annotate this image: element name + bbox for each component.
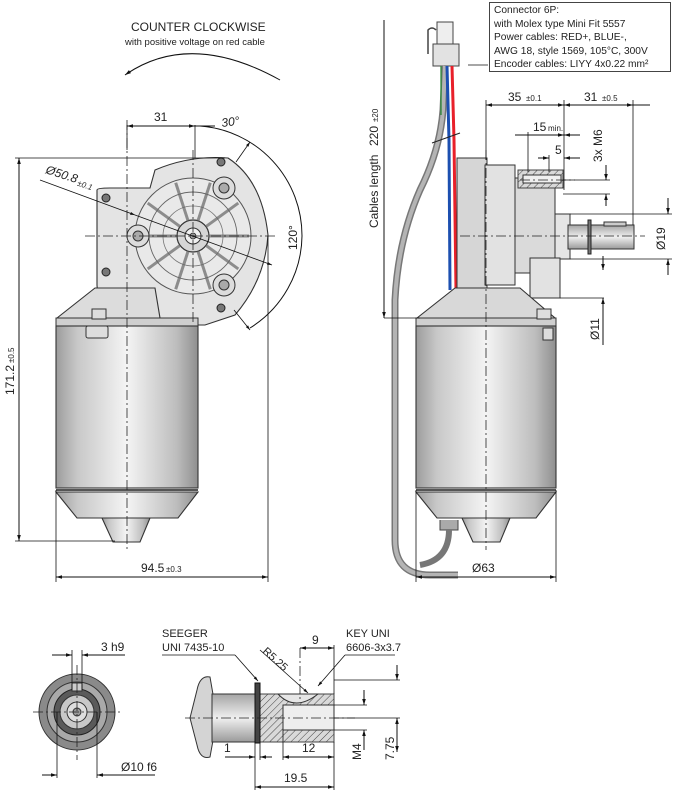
- screw-hole: [101, 193, 111, 203]
- seeger-standard-label: UNI 7435-10: [162, 642, 224, 654]
- shaft-detail-circlip: [254, 682, 261, 744]
- motor-flange: [55, 287, 161, 319]
- dim-key-width: 3 h9: [101, 640, 125, 654]
- dim-15-note: min.: [548, 124, 563, 133]
- dim-thread-m6: 3x M6: [591, 129, 605, 162]
- dim-35: 35: [508, 90, 522, 104]
- terminal-tab-side: [542, 327, 554, 341]
- shaft-end-view: [33, 650, 155, 778]
- key-standard-label: 6606-3x3.7: [346, 642, 401, 654]
- gear-spoke: [205, 201, 240, 228]
- lower-boss: [529, 257, 561, 299]
- dim-35-tol: ±0.1: [526, 94, 542, 103]
- cable-blue: [445, 65, 452, 291]
- dim-radius: R5.25: [260, 645, 290, 674]
- gear-spoke: [146, 244, 181, 271]
- cable-break-mark: [431, 132, 461, 144]
- rotation-arrow: [124, 53, 281, 81]
- dim-width: 94.5: [141, 561, 165, 575]
- dim-height-tol: ±0.5: [7, 347, 16, 363]
- shaft-detail-key: [276, 693, 320, 704]
- dim-1: 1: [224, 741, 231, 755]
- dim-shaft-10f6: Ø10 f6: [121, 760, 157, 774]
- dim-7-75: 7.75: [383, 736, 397, 760]
- motor-can: [55, 325, 199, 489]
- front-dimensions: [15, 124, 303, 582]
- dim-thread-m4: M4: [350, 743, 364, 760]
- gear-spoke: [196, 250, 212, 290]
- gear-spoke: [196, 182, 212, 222]
- cable-length-label: Cables length: [367, 155, 381, 228]
- dim-height: 171.2: [3, 365, 17, 395]
- leader-bolt-circle: [39, 179, 136, 216]
- gearbox-side: [456, 157, 488, 289]
- cable-tail: [419, 529, 452, 568]
- rotation-direction-label: COUNTER CLOCKWISE: [131, 20, 266, 34]
- dim-angle-30: 30°: [220, 114, 240, 130]
- connector-note-line: Connector 6P:: [494, 5, 560, 16]
- dim-shaft-11: Ø11: [588, 318, 602, 340]
- gearbox-flange: [514, 177, 556, 274]
- shaft-circlip: [587, 219, 592, 255]
- shaft-detail-bore: [282, 704, 335, 731]
- connector-note-line: AWG 18, style 1569, 105°C, 300V: [494, 45, 648, 57]
- gear-spoke: [174, 250, 190, 290]
- dim-bolt-circle-tol: ±0.1: [76, 179, 94, 192]
- front-view: [54, 120, 278, 550]
- gear-spoke: [205, 244, 240, 271]
- angle-arc: [199, 125, 303, 329]
- connector-note-box: Connector 6P: with Molex type Mini Fit 5…: [489, 2, 671, 72]
- connector-top: [436, 21, 454, 45]
- motor-end-nose: [101, 517, 151, 543]
- dim-angle-120: 120°: [286, 225, 300, 250]
- mounting-boss-hole: [218, 182, 230, 194]
- cable-gland: [439, 520, 459, 531]
- mounting-boss-hole: [218, 279, 230, 291]
- connector-note-line: Encoder cables: LIYY 4x0.22 mm²: [494, 59, 649, 71]
- seeger-label: SEEGER: [162, 628, 208, 640]
- nut: [91, 308, 107, 320]
- leader-radius: [259, 649, 309, 694]
- screw-hole: [216, 303, 226, 313]
- dim-offset-31: 31: [154, 110, 168, 124]
- dim-width-tol: ±0.3: [166, 565, 182, 574]
- dim-31-side: 31: [584, 90, 598, 104]
- rotation-condition-label: with positive voltage on red cable: [125, 37, 265, 48]
- connector: [432, 43, 460, 67]
- dim-motor-63: Ø63: [472, 561, 495, 575]
- gear-spoke: [174, 182, 190, 222]
- cable-length-value: 220: [367, 126, 381, 146]
- screw-hole: [101, 267, 111, 277]
- dim-31-side-tol: ±0.5: [602, 94, 618, 103]
- shaft-detail-hub: [189, 676, 215, 758]
- side-dimensions: [382, 20, 672, 582]
- dim-15: 15: [533, 120, 547, 134]
- dim-9: 9: [312, 633, 319, 647]
- connector-note-line: Power cables: RED+, BLUE-,: [494, 32, 627, 44]
- dim-5: 5: [555, 143, 562, 157]
- dim-19-5: 19.5: [284, 771, 308, 785]
- connector-note-line: with Molex type Mini Fit 5557: [494, 18, 626, 30]
- output-shaft: [567, 224, 635, 250]
- dim-12: 12: [302, 741, 316, 755]
- cable-encoder-bundle-highlight: [393, 65, 458, 577]
- side-view: [391, 21, 645, 579]
- gear-spoke: [146, 201, 181, 228]
- key-label: KEY UNI: [346, 628, 390, 640]
- shaft-detail: [162, 645, 400, 790]
- thread-bore: [522, 174, 562, 184]
- terminal-tab: [85, 325, 109, 339]
- cable-length-tol: ±20: [371, 108, 380, 122]
- screw-hole: [216, 157, 226, 167]
- dim-boss-19: Ø19: [654, 227, 668, 250]
- nut-side: [536, 308, 552, 320]
- connector-latch: [427, 27, 437, 54]
- shaft-key: [603, 221, 627, 227]
- dim-bolt-circle: Ø50.8: [43, 162, 80, 186]
- gearbox-side-inner: [484, 164, 516, 286]
- cable-red: [450, 65, 458, 291]
